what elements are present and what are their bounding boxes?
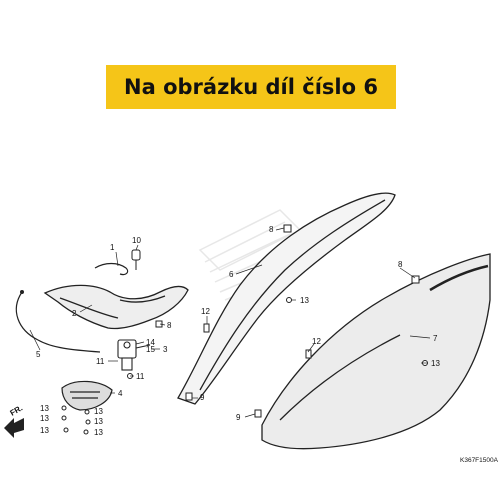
part-3-lock-assembly	[117, 339, 151, 371]
callout-11a: 11	[96, 357, 105, 366]
callout-13a: 13	[300, 296, 309, 305]
part-10-bolt	[131, 249, 141, 270]
callout-13f: 13	[94, 407, 103, 416]
front-label: FR.	[9, 403, 25, 417]
callout-numbers: 1 10 2 5 6 8 8 8 7 9 9 12 12 13 13 14 15…	[36, 225, 440, 437]
part-7-rear-cover	[261, 253, 491, 450]
callout-8c: 8	[398, 260, 403, 269]
leader-lines	[29, 227, 431, 418]
callout-9b: 9	[236, 413, 241, 422]
front-arrow-icon	[4, 418, 24, 438]
part-5-cable-end	[20, 290, 24, 294]
fasteners	[61, 224, 428, 435]
part-4-mount	[61, 380, 113, 411]
banner-text: Na obrázku díl číslo 6	[124, 75, 378, 99]
part-6-side-rail	[177, 192, 396, 405]
callout-13d: 13	[40, 414, 49, 423]
callout-13e: 13	[40, 426, 49, 435]
part-1-clip	[94, 262, 129, 276]
callout-3: 3	[163, 345, 168, 354]
callout-13c: 13	[40, 404, 49, 413]
callout-2: 2	[72, 309, 77, 318]
callout-12a: 12	[201, 307, 210, 316]
callout-7: 7	[433, 334, 438, 343]
callout-8a: 8	[269, 225, 274, 234]
diagram-code: K367F1500A	[460, 457, 499, 464]
callout-6: 6	[229, 270, 234, 279]
callout-5: 5	[36, 350, 41, 359]
callout-15: 15	[146, 345, 155, 354]
callout-12b: 12	[312, 337, 321, 346]
callout-13h: 13	[94, 428, 103, 437]
callout-13b: 13	[431, 359, 440, 368]
callout-1: 1	[110, 243, 115, 252]
callout-13g: 13	[94, 417, 103, 426]
callout-9a: 9	[200, 393, 205, 402]
part-2-inner-cover	[43, 284, 189, 330]
callout-11b: 11	[136, 372, 145, 381]
callout-8b: 8	[167, 321, 172, 330]
part-number-banner: Na obrázku díl číslo 6	[106, 65, 396, 109]
callout-14: 14	[146, 338, 155, 347]
callout-10: 10	[132, 236, 141, 245]
callout-4: 4	[118, 389, 123, 398]
part-5-cable	[15, 291, 101, 353]
